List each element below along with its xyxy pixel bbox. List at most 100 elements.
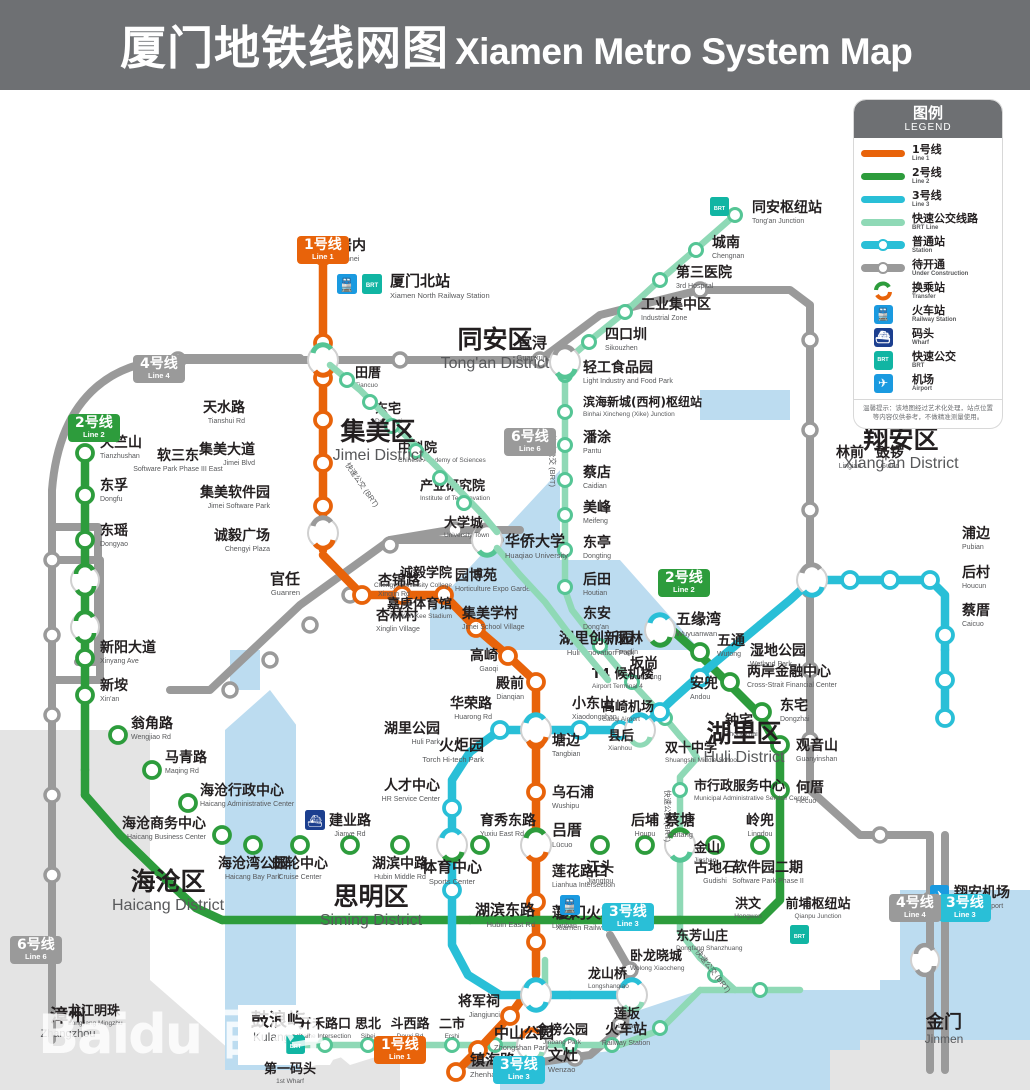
svg-text:Xiang'an District: Xiang'an District bbox=[843, 455, 959, 472]
svg-text:University Town: University Town bbox=[444, 532, 490, 539]
page-title-cn: 厦门地铁线网图 bbox=[120, 21, 449, 75]
svg-text:Tianshui Rd: Tianshui Rd bbox=[208, 418, 245, 425]
page-header: 厦门地铁线网图 Xiamen Metro System Map bbox=[0, 0, 1030, 90]
svg-text:新垵: 新垵 bbox=[100, 677, 128, 694]
svg-text:Huaqiao University: Huaqiao University bbox=[505, 551, 568, 560]
legend-brt-icon: BRT bbox=[860, 350, 906, 370]
svg-text:天水路: 天水路 bbox=[203, 399, 246, 416]
transfer-line2-west-2 bbox=[70, 609, 100, 645]
line-badge-en: Line 3 bbox=[954, 909, 976, 919]
svg-text:Torch Hi-tech Park: Torch Hi-tech Park bbox=[422, 755, 484, 764]
svg-text:Jiangtou: Jiangtou bbox=[587, 878, 614, 885]
legend-label-en: Transfer bbox=[912, 293, 936, 300]
svg-text:Xinglin Village: Xinglin Village bbox=[376, 626, 420, 633]
svg-text:湖里公园: 湖里公园 bbox=[384, 721, 440, 737]
svg-text:Haicang Business Center: Haicang Business Center bbox=[127, 834, 207, 841]
legend-line-swatch bbox=[860, 143, 906, 163]
transfer-torch-park bbox=[520, 712, 552, 748]
svg-text:集美区: 集美区 bbox=[339, 417, 415, 446]
svg-text:Zhongshan Park: Zhongshan Park bbox=[494, 1043, 549, 1052]
svg-text:园博苑: 园博苑 bbox=[455, 567, 497, 584]
line-badge-cn: 6号线 bbox=[511, 429, 549, 445]
svg-text:软件园二期: 软件园二期 bbox=[733, 859, 803, 876]
svg-text:Huarong Rd: Huarong Rd bbox=[454, 714, 492, 721]
svg-text:BRT: BRT bbox=[290, 1044, 302, 1050]
svg-text:Xianhou: Xianhou bbox=[608, 745, 632, 752]
svg-text:Tong'an Junction: Tong'an Junction bbox=[752, 218, 804, 225]
svg-text:集美软件园: 集美软件园 bbox=[199, 484, 270, 501]
svg-text:金山: 金山 bbox=[693, 840, 720, 856]
line-badge-cn: 2号线 bbox=[665, 570, 703, 586]
svg-text:湿地公园: 湿地公园 bbox=[750, 642, 806, 659]
svg-text:官浔: 官浔 bbox=[517, 334, 547, 352]
svg-text:Xin'an: Xin'an bbox=[100, 696, 119, 703]
svg-text:蔡厝: 蔡厝 bbox=[961, 602, 990, 619]
brt-label-3: 快速公交 (BRT) bbox=[663, 790, 673, 842]
svg-text:县后: 县后 bbox=[608, 728, 634, 744]
svg-text:翁角路: 翁角路 bbox=[131, 715, 174, 732]
svg-text:Ershi: Ershi bbox=[445, 1033, 460, 1040]
svg-text:集美大道: 集美大道 bbox=[198, 441, 255, 458]
svg-text:小东山: 小东山 bbox=[572, 695, 614, 712]
svg-text:高崎: 高崎 bbox=[470, 647, 498, 664]
svg-text:Hubin East Rd: Hubin East Rd bbox=[487, 920, 535, 929]
svg-text:轻工食品园: 轻工食品园 bbox=[583, 359, 653, 376]
svg-text:东芳山庄: 东芳山庄 bbox=[676, 928, 728, 944]
svg-text:Jinshan: Jinshan bbox=[694, 857, 717, 864]
legend-label-en: Wharf bbox=[912, 339, 929, 346]
svg-text:Dongfang Shanzhuang: Dongfang Shanzhuang bbox=[676, 945, 743, 952]
svg-text:Caicuo: Caicuo bbox=[962, 621, 984, 628]
svg-text:海沧湾公园: 海沧湾公园 bbox=[218, 855, 288, 872]
svg-text:人才中心: 人才中心 bbox=[384, 777, 440, 794]
svg-text:火炬园: 火炬园 bbox=[439, 736, 484, 754]
svg-text:马青路: 马青路 bbox=[165, 749, 208, 766]
legend-label-en: Station bbox=[912, 247, 933, 254]
svg-text:Zhenhai Rd: Zhenhai Rd bbox=[470, 1070, 509, 1079]
svg-text:洪文: 洪文 bbox=[735, 896, 762, 912]
legend-label-cn: 码头 bbox=[912, 327, 934, 341]
svg-text:Lücuo: Lücuo bbox=[552, 840, 572, 849]
svg-text:东宅: 东宅 bbox=[780, 697, 808, 714]
svg-text:Jimei District: Jimei District bbox=[333, 447, 424, 464]
svg-text:第三医院: 第三医院 bbox=[676, 264, 732, 281]
svg-text:Airport Terminal 4: Airport Terminal 4 bbox=[592, 683, 643, 690]
svg-text:中山公园: 中山公园 bbox=[494, 1024, 554, 1042]
svg-text:Hecuo: Hecuo bbox=[796, 798, 816, 805]
svg-text:Haicang Administrative Center: Haicang Administrative Center bbox=[200, 801, 295, 808]
icon-brt-first-wharf: BRT bbox=[286, 1035, 305, 1054]
svg-text:Jimei Software Park: Jimei Software Park bbox=[208, 503, 271, 510]
svg-text:BRT: BRT bbox=[366, 283, 379, 289]
svg-text:Houtian: Houtian bbox=[583, 590, 607, 597]
legend-label-en: Line 1 bbox=[912, 155, 930, 162]
svg-text:🚆: 🚆 bbox=[339, 277, 355, 292]
under-construction-labels: 软三东 Software Park Phase III East 华侨大学 Hu… bbox=[68, 447, 568, 1027]
svg-text:两岸金融中心: 两岸金融中心 bbox=[747, 663, 831, 680]
svg-text:Yuxiu East Rd: Yuxiu East Rd bbox=[480, 831, 524, 838]
svg-text:乌石浦: 乌石浦 bbox=[552, 784, 594, 801]
line-badge-cn: 4号线 bbox=[140, 356, 178, 372]
svg-text:诚毅广场: 诚毅广场 bbox=[214, 527, 270, 544]
line-badge-cn: 2号线 bbox=[75, 415, 113, 431]
svg-text:同安枢纽站: 同安枢纽站 bbox=[752, 199, 822, 216]
transfer-xiangan-airport bbox=[910, 942, 940, 978]
